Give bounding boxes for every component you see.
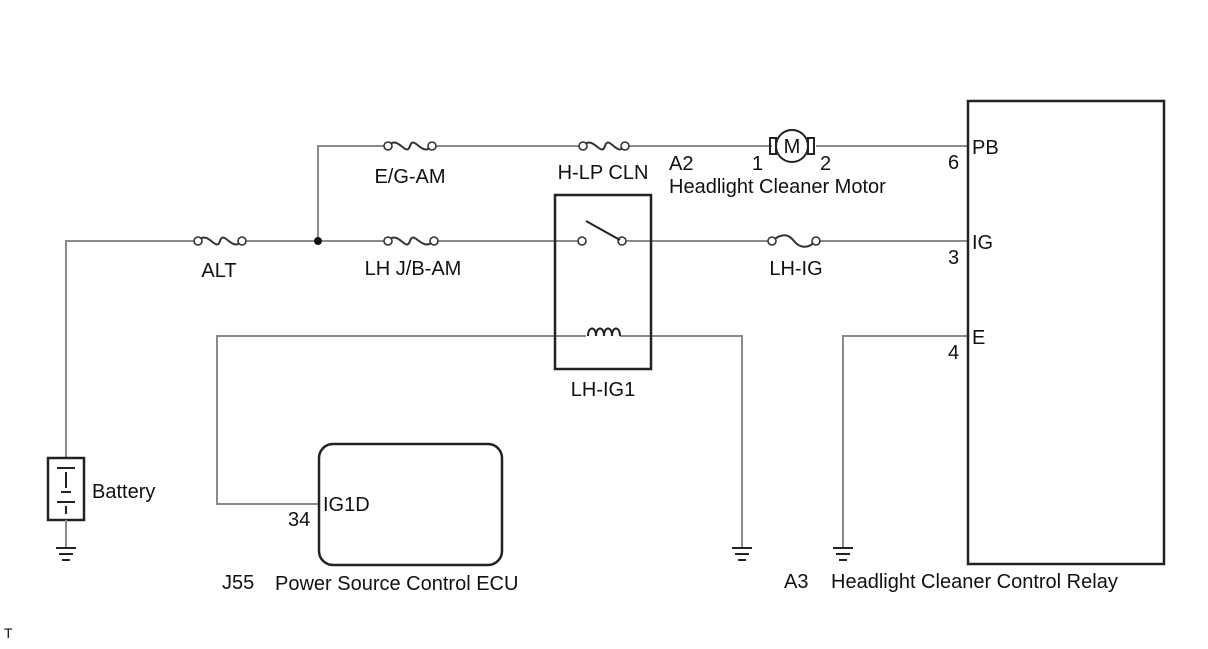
label-relay-connector: A3	[784, 571, 808, 593]
label-fuse-hlp-cln: H-LP CLN	[558, 162, 649, 184]
label-fuse-eg-am: E/G-AM	[374, 166, 445, 188]
label-ecu-pin-34: 34	[288, 509, 310, 531]
relay-switch-contact	[577, 220, 627, 246]
label-pin-6: 6	[948, 152, 959, 174]
control-relay-box	[966, 99, 1166, 566]
labels: E/G-AM H-LP CLN ALT LH J/B-AM LH-IG A2 H…	[4, 137, 1118, 641]
wire-junction-to-egam	[317, 145, 386, 241]
ground-icon	[833, 547, 853, 561]
motor-symbol-letter: M	[784, 136, 801, 158]
fuse-alt	[193, 236, 247, 246]
relay-coil-icon	[587, 327, 621, 337]
label-motor-name: Headlight Cleaner Motor	[669, 176, 886, 198]
label-motor-connector: A2	[669, 153, 693, 175]
label-pin-ig: IG	[972, 232, 993, 254]
relay-lh-ig1-box	[553, 193, 653, 371]
label-pin-pb: PB	[972, 137, 999, 159]
ground-icon	[732, 547, 752, 561]
label-motor-pin-out: 2	[820, 153, 831, 175]
motor-symbol: M	[769, 129, 815, 163]
wire-e-to-ground	[842, 335, 968, 548]
wires	[65, 145, 968, 548]
fuse-lh-ig	[767, 234, 821, 248]
ecu-box	[317, 442, 504, 567]
fuse-eg-am	[383, 141, 437, 151]
label-fuse-lh-ig: LH-IG	[769, 258, 822, 280]
corner-mark: T	[4, 625, 13, 641]
battery-icon	[46, 456, 86, 548]
label-ecu-pin-ig1d: IG1D	[323, 494, 370, 516]
fuse-lh-jb-am	[383, 236, 439, 246]
label-fuse-alt: ALT	[201, 260, 236, 282]
label-ecu-name: Power Source Control ECU	[275, 573, 518, 595]
ground-icon	[56, 547, 76, 561]
label-pin-e: E	[972, 327, 985, 349]
junction-dot	[314, 237, 322, 245]
label-pin-4: 4	[948, 342, 959, 364]
label-battery: Battery	[92, 481, 155, 503]
fuse-hlp-cln	[578, 141, 630, 151]
label-relay-lh-ig1: LH-IG1	[571, 379, 635, 401]
label-ecu-connector: J55	[222, 572, 254, 594]
wire-ecu-to-coil	[216, 335, 586, 505]
label-relay-name: Headlight Cleaner Control Relay	[831, 571, 1118, 593]
label-fuse-lh-jb-am: LH J/B-AM	[365, 258, 462, 280]
label-motor-pin-in: 1	[752, 153, 763, 175]
wire-coil-to-ground	[620, 335, 743, 548]
label-pin-3: 3	[948, 247, 959, 269]
wire-battery-to-alt	[65, 240, 198, 458]
